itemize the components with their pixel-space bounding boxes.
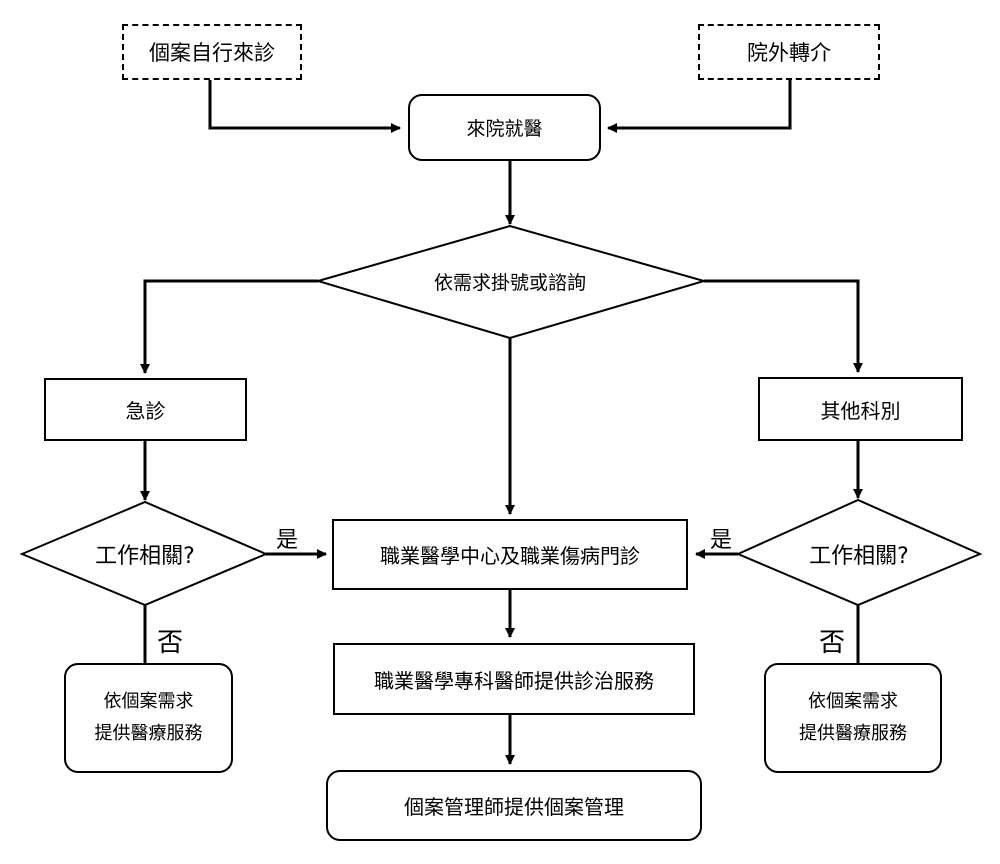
visit-label: 來院就醫 <box>466 118 543 140</box>
arrow-decision-to-other <box>704 279 863 373</box>
no-label-left: 否 <box>157 628 184 658</box>
general-service-left-line1: 依個案需求 <box>103 691 194 712</box>
decision-registration-diamond <box>314 224 708 340</box>
emergency-label: 急診 <box>125 399 166 423</box>
general-service-right-box: 依個案需求 提供醫療服務 <box>764 663 942 773</box>
decision-work-related-left-diamond <box>19 500 269 607</box>
case-management-box: 個案管理師提供個案管理 <box>326 770 702 841</box>
work-related-left-label: 工作相關? <box>95 544 195 569</box>
visit-box: 來院就醫 <box>408 94 601 161</box>
self-visit-box: 個案自行來診 <box>122 24 302 80</box>
occupational-clinic-label: 職業醫學中心及職業傷病門診 <box>380 544 640 568</box>
specialist-service-box: 職業醫學專科醫師提供診治服務 <box>333 643 695 715</box>
no-label-right: 否 <box>819 628 846 658</box>
registration-decision-label: 依需求掛號或諮詢 <box>433 271 586 294</box>
other-departments-box: 其他科別 <box>758 377 963 441</box>
arrow-self-visit-to-visit <box>208 80 401 133</box>
arrow-referral-to-visit <box>607 80 792 133</box>
general-service-left-box: 依個案需求 提供醫療服務 <box>64 663 233 773</box>
emergency-box: 急診 <box>44 378 247 441</box>
other-departments-label: 其他科別 <box>820 398 901 423</box>
yes-label-left: 是 <box>276 528 299 553</box>
referral-box: 院外轉介 <box>698 24 880 80</box>
referral-label: 院外轉介 <box>747 41 831 65</box>
work-related-right-label: 工作相關? <box>809 544 909 569</box>
specialist-service-label: 職業醫學專科醫師提供診治服務 <box>374 668 654 693</box>
arrow-decision-to-emergency <box>140 279 318 374</box>
occupational-clinic-box: 職業醫學中心及職業傷病門診 <box>332 519 688 590</box>
yes-label-right: 是 <box>710 528 733 553</box>
general-service-right-line1: 依個案需求 <box>808 691 898 712</box>
case-management-label: 個案管理師提供個案管理 <box>404 795 624 819</box>
general-service-left-line2: 提供醫療服務 <box>94 723 203 744</box>
decision-work-related-right-diamond <box>735 498 983 607</box>
self-visit-label: 個案自行來診 <box>149 41 275 65</box>
general-service-right-line2: 提供醫療服務 <box>799 723 907 744</box>
